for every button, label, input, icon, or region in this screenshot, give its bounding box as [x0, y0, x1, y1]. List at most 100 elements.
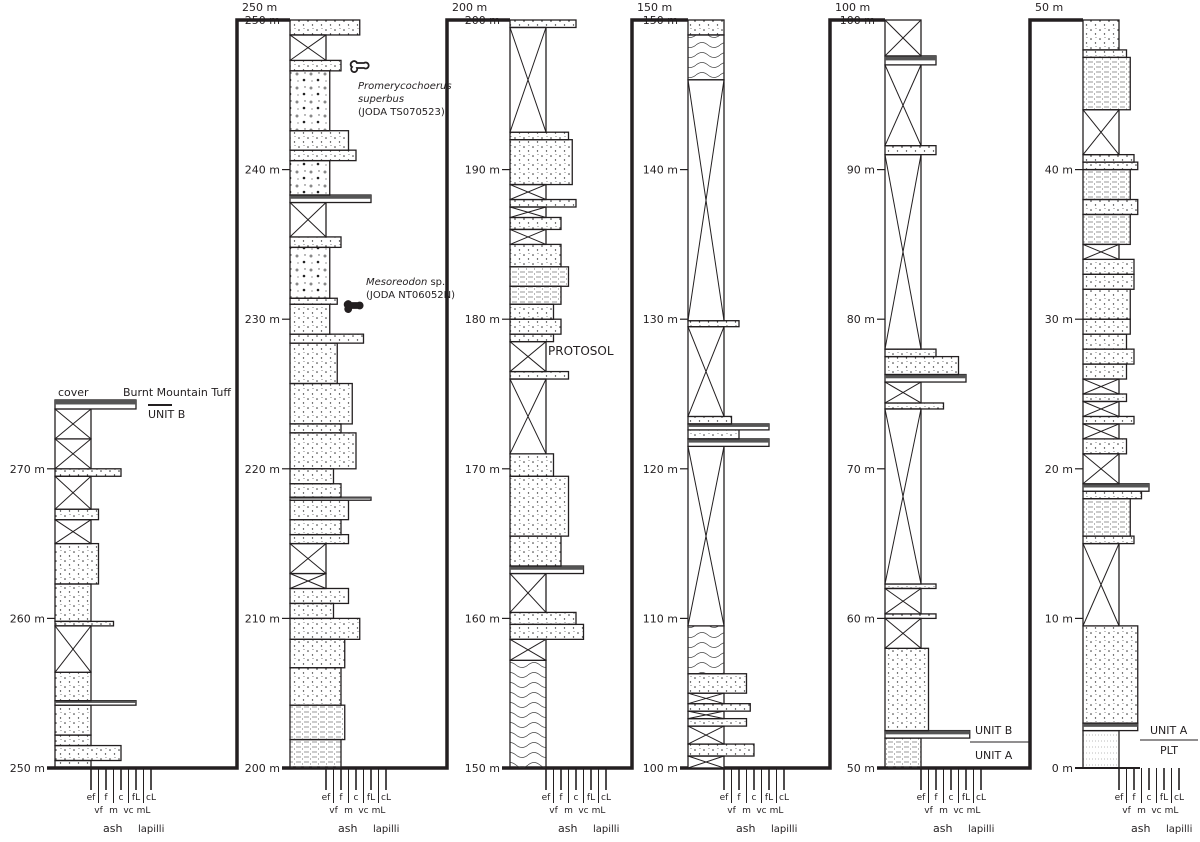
cover-cross-line	[884, 64, 922, 146]
axis-tick-label: 270 m	[10, 463, 45, 476]
grain-size-label-vf: vf	[94, 806, 103, 816]
column-top-label: 200 m	[452, 1, 487, 14]
bed-dots	[1082, 625, 1139, 724]
grain-size-label-fL: fL	[587, 793, 595, 803]
bed-laminated	[884, 737, 922, 769]
bed-dark-band	[290, 195, 371, 199]
grain-size-label-m: m	[742, 806, 751, 816]
axis-tick-label: 160 m	[465, 612, 500, 625]
grain-size-label-f: f	[1132, 793, 1136, 803]
lapilli-label: lapilli	[373, 824, 399, 835]
grain-size-label-ef: ef	[322, 793, 332, 803]
grain-size-label-ef: ef	[542, 793, 552, 803]
bed-dark-band	[290, 497, 371, 499]
axis-tick-label: 220 m	[245, 463, 280, 476]
grain-size-label-vc: vc	[358, 806, 368, 816]
cover-cross-line	[1082, 401, 1120, 417]
bed-dots	[289, 617, 361, 640]
frame-connector-line	[877, 18, 1083, 770]
lapilli-label: lapilli	[771, 824, 797, 835]
ash-label: ash	[103, 822, 122, 835]
bed-sand	[509, 318, 562, 335]
axis-tick-label: 0 m	[1052, 762, 1073, 775]
grain-size-label-vf: vf	[1122, 806, 1131, 816]
bed-sand	[509, 131, 570, 141]
burnt-mountain-tuff-label: Burnt Mountain Tuff	[123, 386, 231, 399]
cover-cross-line	[1082, 453, 1120, 485]
cover-cross-line	[1082, 543, 1120, 627]
bed-sand	[509, 198, 577, 208]
axis-tick-label: 210 m	[245, 612, 280, 625]
bed-dots	[1082, 363, 1128, 380]
axis-tick-label: 40 m	[1045, 164, 1073, 177]
grain-size-label-vf: vf	[924, 806, 933, 816]
cover-cross-line	[687, 692, 725, 705]
column-top-label: 150 m	[637, 1, 672, 14]
grain-size-label-c: c	[119, 793, 124, 803]
bed-sand	[1082, 198, 1139, 216]
bed-dots	[54, 759, 92, 769]
bed-laminated	[1082, 168, 1131, 201]
bed-sand	[509, 623, 585, 640]
lapilli-label: lapilli	[968, 824, 994, 835]
bed-sand	[289, 423, 342, 434]
axis-tick-label: 70 m	[847, 463, 875, 476]
grain-size-label-fL: fL	[765, 793, 773, 803]
cover-cross-line	[687, 725, 725, 745]
fossil-name-label: Mesoreodon sp.	[366, 276, 445, 289]
cover-cross-line	[509, 573, 547, 613]
bed-dots	[289, 602, 335, 620]
bed-sand	[509, 333, 555, 343]
cover-cross-line	[289, 202, 327, 238]
axis-tick-label: 170 m	[465, 463, 500, 476]
axis-tick-label: 260 m	[10, 612, 45, 625]
cover-cross-line	[687, 755, 725, 769]
cover-cross-line	[1082, 109, 1120, 155]
bed-sand	[687, 429, 740, 440]
grain-size-label-cL: cL	[381, 793, 391, 803]
bed-laminated	[289, 704, 346, 741]
fossil-specimen-id: (JODA NT06052N)	[366, 290, 456, 301]
fossil-genus-label: Promerycochoerus	[358, 81, 452, 92]
cover-cross-line	[884, 19, 922, 57]
grain-size-label-c: c	[1147, 793, 1152, 803]
axis-tick-label: 200 m	[245, 762, 280, 775]
bed-dots	[687, 673, 748, 694]
bed-wavy	[687, 34, 725, 81]
cover-cross-line	[289, 573, 327, 589]
grain-size-label-cL: cL	[1174, 793, 1184, 803]
bed-laminated	[1082, 498, 1131, 537]
cover-cross-line	[509, 27, 547, 133]
bed-dots	[509, 475, 570, 537]
cover-cross-line	[289, 34, 327, 61]
unit-a-label: UNIT A	[1150, 724, 1188, 737]
axis-tick-label: 130 m	[643, 313, 678, 326]
cover-cross-line	[509, 184, 547, 200]
bed-dots	[289, 638, 346, 669]
bed-sand	[884, 402, 945, 410]
grain-size-label-vc: vc	[578, 806, 588, 816]
grain-size-label-f: f	[737, 793, 741, 803]
grain-size-label-m: m	[109, 806, 118, 816]
bed-sand	[54, 734, 92, 747]
axis-tick-label: 140 m	[643, 164, 678, 177]
grain-size-label-ef: ef	[917, 793, 927, 803]
axis-tick-label: 30 m	[1045, 313, 1073, 326]
cover-cross-line	[509, 228, 547, 245]
grain-size-label-cL: cL	[779, 793, 789, 803]
cover-cross-line	[54, 408, 92, 440]
axis-tick-label: 250 m	[245, 14, 280, 27]
bed-sand	[1082, 153, 1135, 163]
grain-size-label-mL: mL	[967, 806, 981, 816]
bed-sand	[687, 320, 740, 328]
grain-size-label-f: f	[339, 793, 343, 803]
bed-sand	[884, 613, 937, 620]
grain-size-label-m: m	[564, 806, 573, 816]
axis-tick-label: 50 m	[847, 762, 875, 775]
bed-wavy	[687, 625, 725, 675]
bed-dots	[509, 303, 555, 320]
bed-laminated	[1082, 56, 1131, 111]
bed-sand	[687, 19, 725, 36]
